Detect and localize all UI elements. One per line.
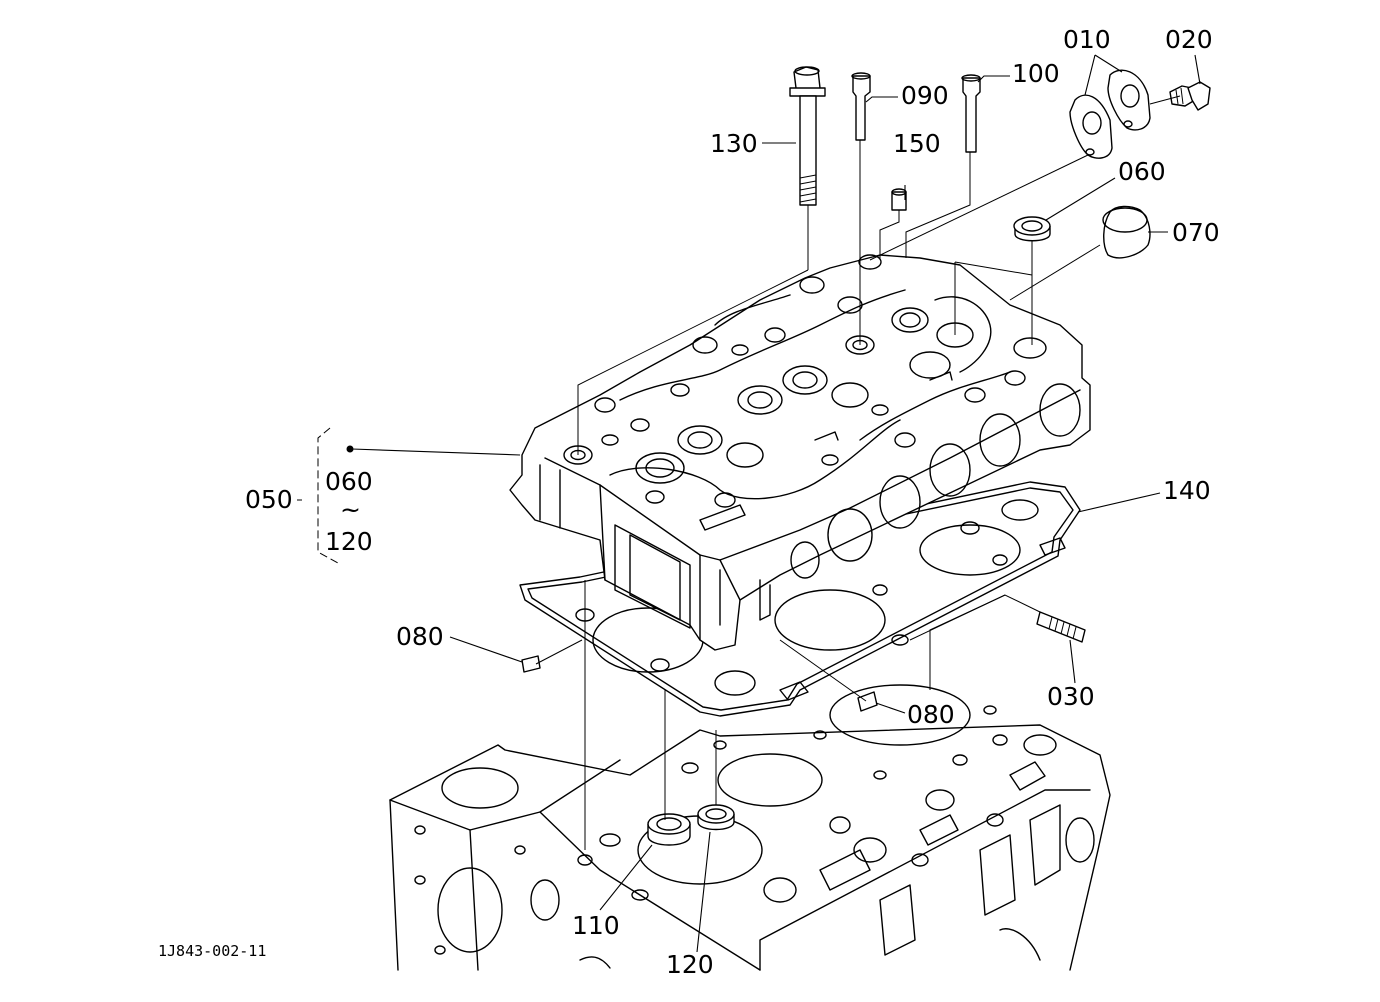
- label-090: 090: [901, 81, 949, 110]
- callout-labels: 010 020 100 090 130 150 060 070 140 050 …: [158, 25, 1220, 979]
- part-030-stud: [1036, 611, 1086, 643]
- drawing-code: 1J843-002-11: [158, 942, 266, 960]
- label-070: 070: [1172, 218, 1220, 247]
- part-020-plug: [1169, 81, 1211, 111]
- label-030: 030: [1047, 682, 1095, 711]
- part-080-dowel-left: [521, 655, 541, 673]
- part-090-valve-guide: [851, 72, 871, 141]
- label-140: 140: [1163, 476, 1211, 505]
- label-020: 020: [1165, 25, 1213, 54]
- cylinder-block: [389, 684, 1111, 971]
- label-130: 130: [710, 129, 758, 158]
- cylinder-head-gasket: [519, 481, 1081, 717]
- part-070-cap: [1102, 205, 1151, 259]
- part-150-pin: [891, 188, 907, 211]
- label-050-range-from: 060: [325, 467, 373, 496]
- part-010-gasket-plates: [1069, 69, 1151, 159]
- label-050-range-to: 120: [325, 527, 373, 556]
- part-120-ring: [697, 804, 735, 831]
- label-080-right: 080: [907, 700, 955, 729]
- cylinder-head: [509, 254, 1091, 651]
- part-130-head-bolt: [789, 66, 826, 206]
- part-080-dowel-right: [857, 691, 878, 712]
- label-120: 120: [666, 950, 714, 979]
- label-100: 100: [1012, 59, 1060, 88]
- label-150: 150: [893, 129, 941, 158]
- part-100-valve-guide: [961, 74, 981, 153]
- leader-lines: [297, 54, 1201, 953]
- part-060-ring-upper: [1013, 216, 1051, 242]
- label-050: 050: [245, 485, 293, 514]
- label-010: 010: [1063, 25, 1111, 54]
- label-050-range-sep: ~: [340, 495, 361, 524]
- label-080-left: 080: [396, 622, 444, 651]
- part-110-ring: [647, 813, 691, 846]
- label-060-upper: 060: [1118, 157, 1166, 186]
- label-110: 110: [572, 911, 620, 940]
